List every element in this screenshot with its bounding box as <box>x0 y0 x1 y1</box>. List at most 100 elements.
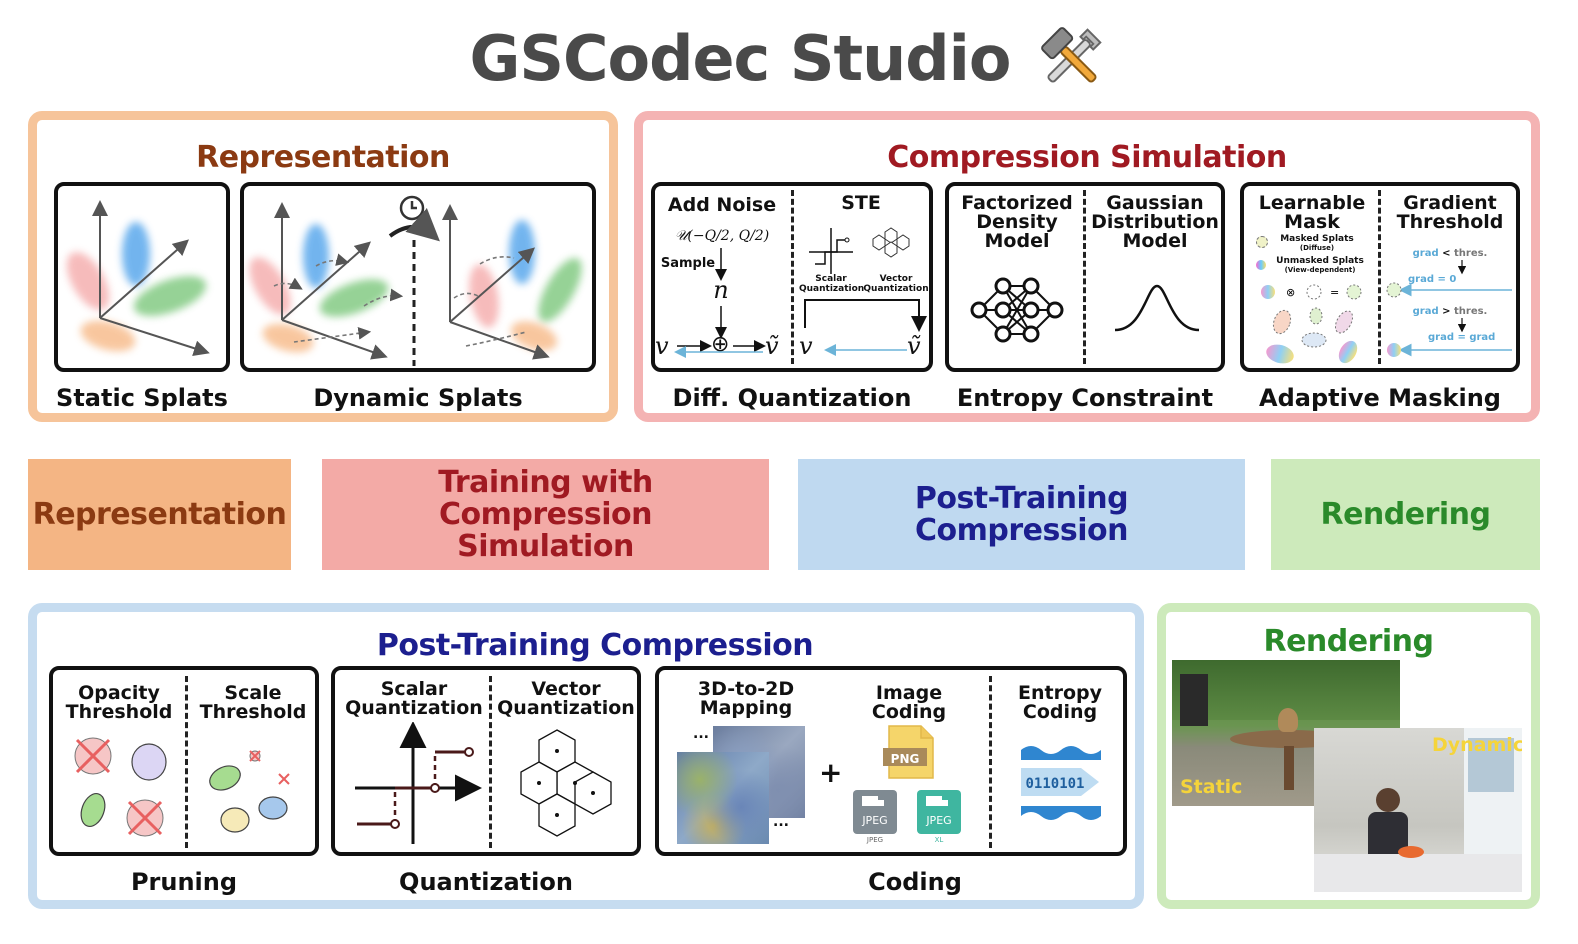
stage-post-training: Post-Training Compression <box>798 459 1245 570</box>
compression-simulation-panel: Compression Simulation Add Noise 𝒰(−Q/2,… <box>634 111 1540 422</box>
plus-sign: + <box>819 756 843 789</box>
grad-greater-b: thres. <box>1453 306 1488 317</box>
diff-v: v <box>655 332 669 360</box>
rendering-panel: Rendering Static Dynamic <box>1157 603 1540 909</box>
masked-splat-icon <box>1256 236 1268 248</box>
jpegxl-label: JPEG <box>926 814 952 827</box>
static-splats-card <box>54 182 230 372</box>
feature-map-front <box>677 752 769 844</box>
entropy-bits: 0110101 <box>1025 776 1085 792</box>
scalar-quantizer-plot <box>355 722 482 844</box>
view-dependent-label: (View-dependent) <box>1284 266 1356 274</box>
quantization-card: Scalar Quantization Vector Quantization <box>331 666 641 856</box>
sample-label: Sample <box>660 256 716 271</box>
stage-training: Training with Compression Simulation <box>322 459 769 570</box>
quantization-caption: Quantization <box>399 868 573 896</box>
grad-less-a: grad <box>1412 248 1439 259</box>
gradient-threshold-label: Gradient Threshold <box>1396 192 1504 233</box>
representation-panel: Representation <box>28 111 618 422</box>
mask-operation-illustration: ⊗ = <box>1261 284 1362 364</box>
mapping-dots-top: ... <box>693 726 709 742</box>
add-noise-arrows <box>674 248 766 358</box>
vector-quantizer-hexagons <box>520 729 612 837</box>
opacity-threshold-label: Opacity Threshold <box>65 682 173 723</box>
diff-quantization-caption: Diff. Quantization <box>672 384 912 412</box>
post-training-heading: Post-Training Compression <box>376 628 814 663</box>
neural-network-icon <box>970 277 1064 343</box>
mapping-label: 3D-to-2D Mapping <box>697 678 795 719</box>
ste-vector-label: Vector Quantization <box>863 274 929 294</box>
jpegxl-icon: JPEG <box>917 790 961 834</box>
stage-representation: Representation <box>28 459 291 570</box>
image-coding-label: Image Coding <box>871 682 947 723</box>
diffuse-label: (Diffuse) <box>1299 244 1335 252</box>
gaussian-curve-icon <box>1114 284 1200 332</box>
dynamic-splats-card <box>240 182 596 372</box>
ste-vtilde: ṽ <box>907 332 921 360</box>
page-title-bar: GSCodec Studio <box>0 18 1578 98</box>
representation-heading: Representation <box>196 140 450 175</box>
scalar-quantization-label: Scalar Quantization <box>345 678 483 719</box>
jpeg-label: JPEG <box>862 814 888 827</box>
post-training-panel: Post-Training Compression Opacity Thresh… <box>28 603 1144 909</box>
learnable-mask-label: Learnable Mask <box>1258 192 1366 233</box>
entropy-constraint-caption: Entropy Constraint <box>956 384 1214 412</box>
pruning-caption: Pruning <box>130 868 238 896</box>
grad-greater-op: > <box>1442 306 1451 317</box>
jpeg-icon: JPEG <box>853 790 897 834</box>
static-splats-illustration <box>66 200 210 356</box>
compression-simulation-heading: Compression Simulation <box>887 140 1287 175</box>
dynamic-render-image: Dynamic <box>1314 728 1522 892</box>
svg-text:⊗: ⊗ <box>1286 286 1295 299</box>
entropy-coding-label: Entropy Coding <box>1018 682 1102 723</box>
masked-splats-label: Masked Splats <box>1280 234 1354 244</box>
grad-greater-a: grad <box>1412 306 1439 317</box>
png-label: PNG <box>890 752 920 766</box>
ste-path <box>804 299 927 356</box>
pruning-illustration <box>74 737 290 837</box>
grad-greater-row: grad > thres. <box>1384 306 1516 317</box>
factorized-model-label: Factorized Density Model <box>961 192 1073 252</box>
adaptive-masking-caption: Adaptive Masking <box>1259 384 1501 412</box>
ste-quantizer-icons <box>809 227 910 274</box>
hammer-wrench-icon <box>1040 27 1102 83</box>
unmasked-splats-label: Unmasked Splats <box>1276 256 1364 266</box>
noise-n: n <box>713 276 729 304</box>
ste-scalar-label: Scalar Quantization <box>799 274 865 294</box>
gaussian-model-label: Gaussian Distribution Model <box>1091 192 1219 252</box>
stage-rendering: Rendering <box>1271 459 1540 570</box>
diff-quantization-card: Add Noise 𝒰(−Q/2, Q/2) Sample n v ⊕ ṽ ST… <box>651 182 933 372</box>
add-noise-label: Add Noise <box>667 194 777 216</box>
grad-pass-label: grad = grad <box>1428 332 1496 343</box>
mapping-dots-bottom: ... <box>773 814 789 830</box>
svg-text:=: = <box>1330 286 1339 299</box>
grad-less-b: thres. <box>1453 248 1488 259</box>
unmasked-splat-icon <box>1256 260 1266 270</box>
xl-small-label: XL <box>934 836 944 844</box>
coding-caption: Coding <box>868 868 962 896</box>
coding-card: 3D-to-2D Mapping Image Coding Entropy Co… <box>655 666 1127 856</box>
diff-vtilde: ṽ <box>765 332 779 360</box>
grad-less-row: grad < thres. <box>1384 248 1516 259</box>
gradient-flow-arrows <box>1386 260 1512 357</box>
jpeg-small-label: JPEG <box>866 836 884 844</box>
ste-label: STE <box>841 192 881 214</box>
dynamic-splats-caption: Dynamic Splats <box>313 384 523 412</box>
scale-threshold-label: Scale Threshold <box>199 682 307 723</box>
vector-quantization-label: Vector Quantization <box>497 678 635 719</box>
adaptive-masking-card: Learnable Mask Gradient Threshold Masked… <box>1240 182 1520 372</box>
static-label: Static <box>1180 776 1243 798</box>
entropy-constraint-card: Factorized Density Model Gaussian Distri… <box>945 182 1225 372</box>
png-file-icon <box>883 725 934 779</box>
rendering-heading: Rendering <box>1263 624 1434 659</box>
grad-zero-label: grad = 0 <box>1408 274 1457 285</box>
page-title: GSCodec Studio <box>469 21 1011 95</box>
ste-v: v <box>799 332 813 360</box>
dynamic-splats-illustration <box>249 195 582 366</box>
pruning-card: Opacity Threshold Scale Threshold <box>49 666 319 856</box>
static-splats-caption: Static Splats <box>56 384 228 412</box>
grad-less-op: < <box>1442 248 1451 259</box>
noise-formula: 𝒰(−Q/2, Q/2) <box>674 228 770 244</box>
dynamic-label: Dynamic <box>1432 734 1522 756</box>
entropy-coding-icon <box>1021 746 1101 820</box>
